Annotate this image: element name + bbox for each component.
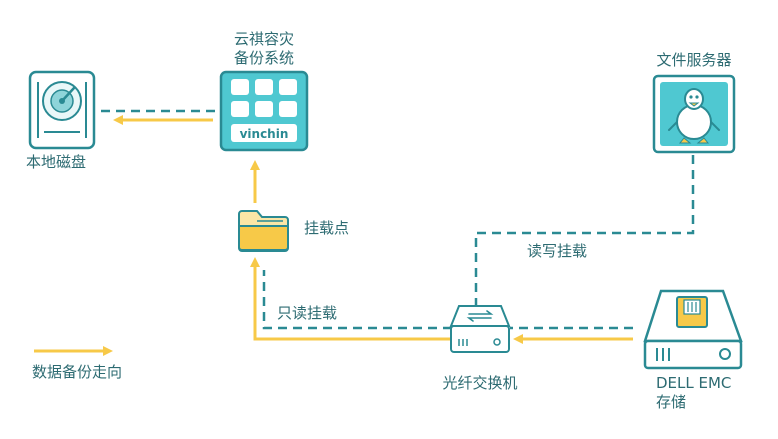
backup-system-label-line1: 云祺容灾 — [233, 30, 294, 48]
vinchin-logo: vinchin — [240, 127, 289, 141]
dashed-links — [100, 109, 695, 330]
folder-icon — [238, 210, 289, 252]
read-only-mount-label: 只读挂载 — [277, 304, 338, 322]
storage-array-icon — [643, 289, 743, 370]
switch-label: 光纤交换机 — [442, 374, 518, 392]
backup-flow-arrows — [34, 115, 633, 356]
switch-icon — [449, 305, 511, 353]
backup-system-label: 云祺容灾 备份系统 — [214, 30, 314, 68]
mount-point-label: 挂载点 — [304, 219, 350, 237]
storage-label-line1: DELL EMC — [656, 374, 732, 392]
read-write-mount-label: 读写挂载 — [527, 242, 588, 260]
hard-disk-icon — [28, 70, 96, 150]
storage-label-line2: 存储 — [656, 393, 687, 411]
backup-system-label-line2: 备份系统 — [233, 49, 294, 67]
storage-label: DELL EMC 存储 — [656, 374, 731, 412]
link-switch-to-readonly — [262, 270, 452, 330]
local-disk-label: 本地磁盘 — [26, 153, 87, 171]
flow-switch-to-mount — [250, 257, 450, 341]
link-fileserver-to-switch — [474, 155, 695, 305]
legend-label: 数据备份走向 — [32, 363, 123, 381]
file-server-label: 文件服务器 — [656, 51, 732, 69]
linux-tux-icon — [652, 74, 736, 154]
app-grid-icon: vinchin — [219, 70, 309, 152]
